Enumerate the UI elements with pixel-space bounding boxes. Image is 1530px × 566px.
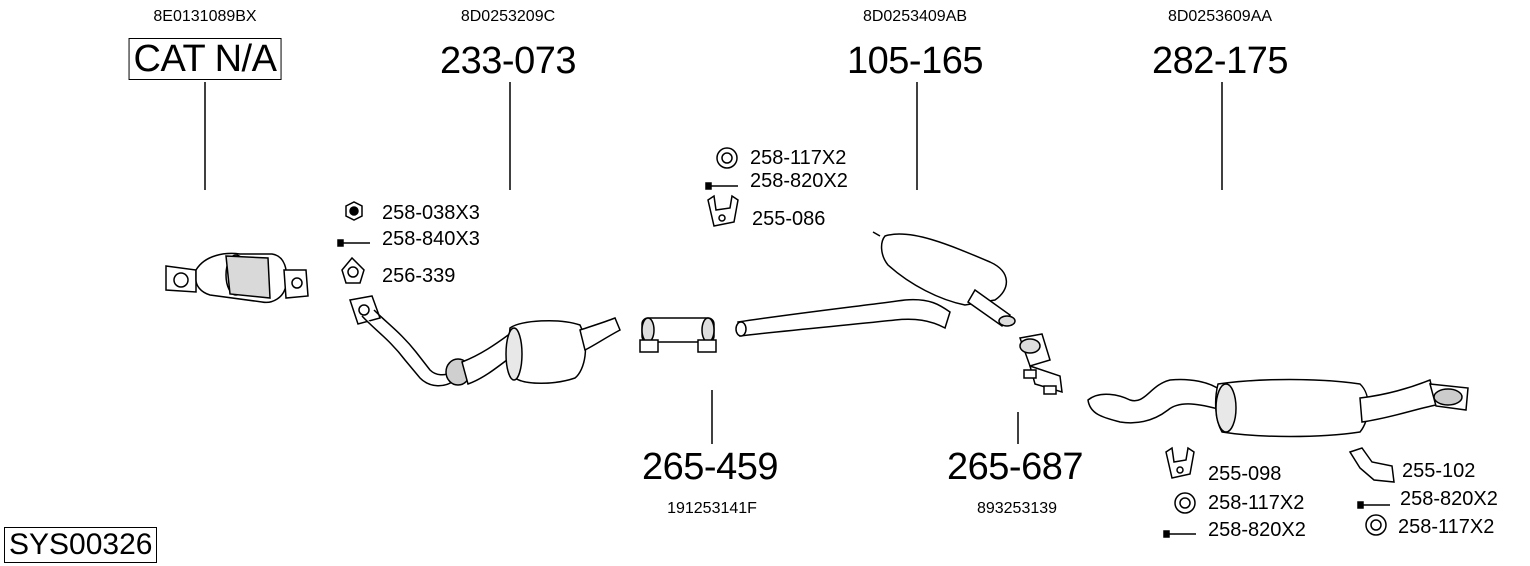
hardware-rear-left-hanger-label: 255-098	[1208, 463, 1282, 485]
nut-icon	[345, 201, 363, 221]
hardware-rear-left-bolt-label: 258-820X2	[1208, 519, 1306, 541]
rear-silencer-oem-number: 8D0253609AA	[1167, 8, 1273, 25]
front-pipe-part-number: 233-073	[440, 40, 576, 82]
middle-silencer	[735, 231, 1016, 337]
front-pipe-oem-number: 8D0253209C	[460, 8, 556, 25]
hardware-front-bolt-label: 258-840X3	[382, 228, 480, 250]
connector-1-part-number: 265-459	[642, 446, 778, 488]
ring-icon	[1365, 514, 1387, 536]
middle-silencer-oem-number: 8D0253409AB	[862, 8, 968, 25]
ring-icon	[716, 147, 738, 169]
cat-part-number: CAT N/A	[128, 38, 282, 80]
connector-265-687	[1018, 333, 1063, 395]
connector-1-oem-number: 191253141F	[667, 500, 757, 517]
system-code: SYS00326	[4, 527, 158, 563]
bolt-icon	[337, 239, 370, 247]
gasket-icon	[341, 256, 365, 284]
hardware-rear-left-ring-label: 258-117X2	[1208, 492, 1305, 514]
bracket-icon	[1348, 447, 1395, 483]
hardware-middle-hanger-label: 255-086	[752, 208, 826, 230]
cat-oem-number: 8E0131089BX	[153, 8, 257, 25]
ring-icon	[1174, 492, 1196, 514]
hardware-front-nut-label: 258-038X3	[382, 202, 480, 224]
connector-2-part-number: 265-687	[947, 446, 1083, 488]
catalytic-converter	[165, 252, 309, 304]
hardware-rear-right-bracket-label: 255-102	[1402, 460, 1476, 482]
clamp-265-459	[639, 317, 717, 353]
connector-2-oem-number: 893253139	[976, 500, 1058, 517]
bolt-icon	[705, 182, 738, 190]
bolt-icon	[1163, 530, 1196, 538]
hanger-icon	[1165, 446, 1195, 479]
middle-silencer-part-number: 105-165	[847, 40, 983, 82]
hardware-rear-right-bolt-label: 258-820X2	[1400, 488, 1498, 510]
hardware-middle-bolt-label: 258-820X2	[750, 170, 848, 192]
hardware-rear-right-ring-label: 258-117X2	[1398, 516, 1495, 538]
rear-silencer-part-number: 282-175	[1152, 40, 1288, 82]
hardware-middle-ring-label: 258-117X2	[750, 147, 847, 169]
front-pipe	[349, 295, 621, 387]
bolt-icon	[1357, 501, 1390, 509]
rear-silencer	[1087, 378, 1469, 438]
hardware-front-gasket-label: 256-339	[382, 265, 456, 287]
hanger-icon	[707, 194, 739, 227]
